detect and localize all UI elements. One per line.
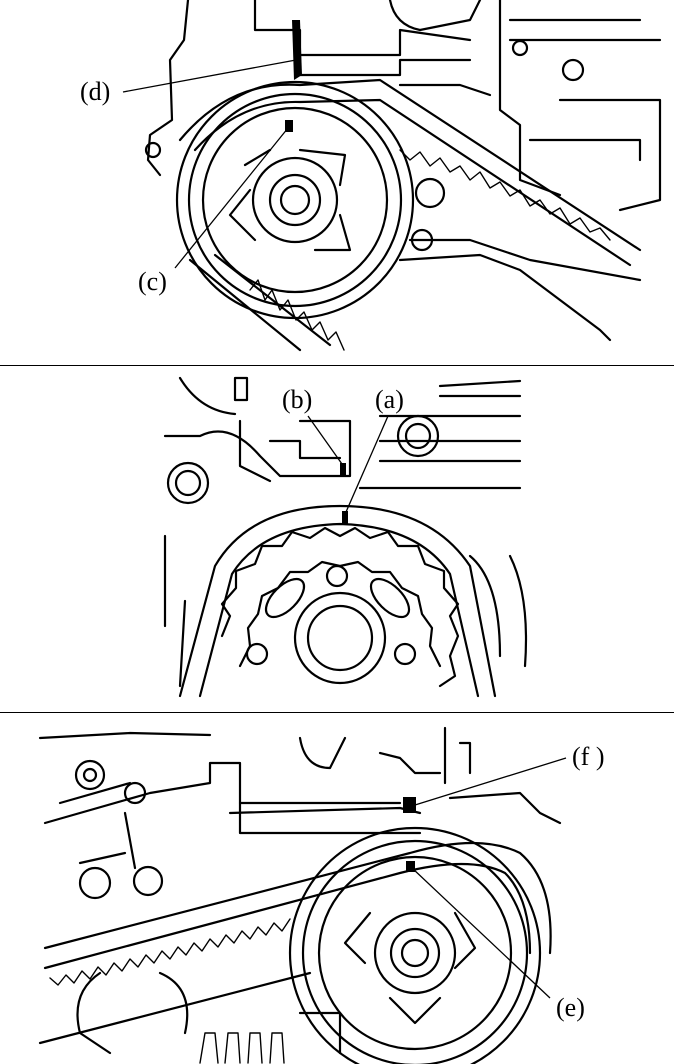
panel-divider [0, 712, 674, 713]
leader-line-a [345, 415, 389, 513]
sprocket-timing-mark-c [285, 120, 293, 132]
crankshaft-sprocket [220, 526, 460, 688]
engine-background-lines [163, 376, 528, 688]
camshaft-sprocket [175, 80, 415, 320]
callouts: (d) (c) [80, 59, 297, 296]
label-a: (a) [375, 385, 404, 414]
callouts: (f ) (e) [411, 742, 604, 1022]
leader-line-c [174, 127, 289, 269]
right-camshaft-drawing: (f ) (e) [38, 726, 604, 1064]
leader-line-e [411, 867, 551, 999]
left-camshaft-drawing: (d) (c) [80, 0, 662, 352]
timing-marks [340, 463, 348, 525]
panel-right-camshaft-sprocket: (f ) (e) [0, 713, 674, 1064]
crankshaft-drawing: (b) (a) [163, 376, 528, 698]
label-d: (d) [80, 77, 110, 106]
timing-belt [38, 841, 552, 1064]
engine-background-lines [144, 0, 662, 342]
sprocket-timing-mark-a [342, 511, 348, 525]
timing-belt [178, 504, 497, 698]
timing-marks [403, 797, 416, 872]
leader-line-d [122, 59, 297, 93]
panel-crankshaft-sprocket: (b) (a) [0, 366, 674, 712]
leader-line-f [414, 757, 567, 806]
oil-pump-mark-b [340, 463, 346, 477]
cover-notch-mark-f [403, 797, 416, 813]
label-b: (b) [282, 385, 312, 414]
camshaft-sprocket [288, 826, 542, 1064]
cover-notch-mark-d [292, 20, 302, 80]
leader-line-b [307, 415, 343, 465]
sprocket-timing-mark-e [406, 861, 415, 872]
label-c: (c) [138, 267, 167, 296]
panel-divider [0, 365, 674, 366]
label-e: (e) [556, 993, 585, 1022]
label-f: (f ) [572, 742, 604, 771]
timing-marks [285, 20, 302, 132]
panel-left-camshaft-sprocket: (d) (c) [0, 0, 674, 365]
callouts: (b) (a) [282, 385, 404, 513]
